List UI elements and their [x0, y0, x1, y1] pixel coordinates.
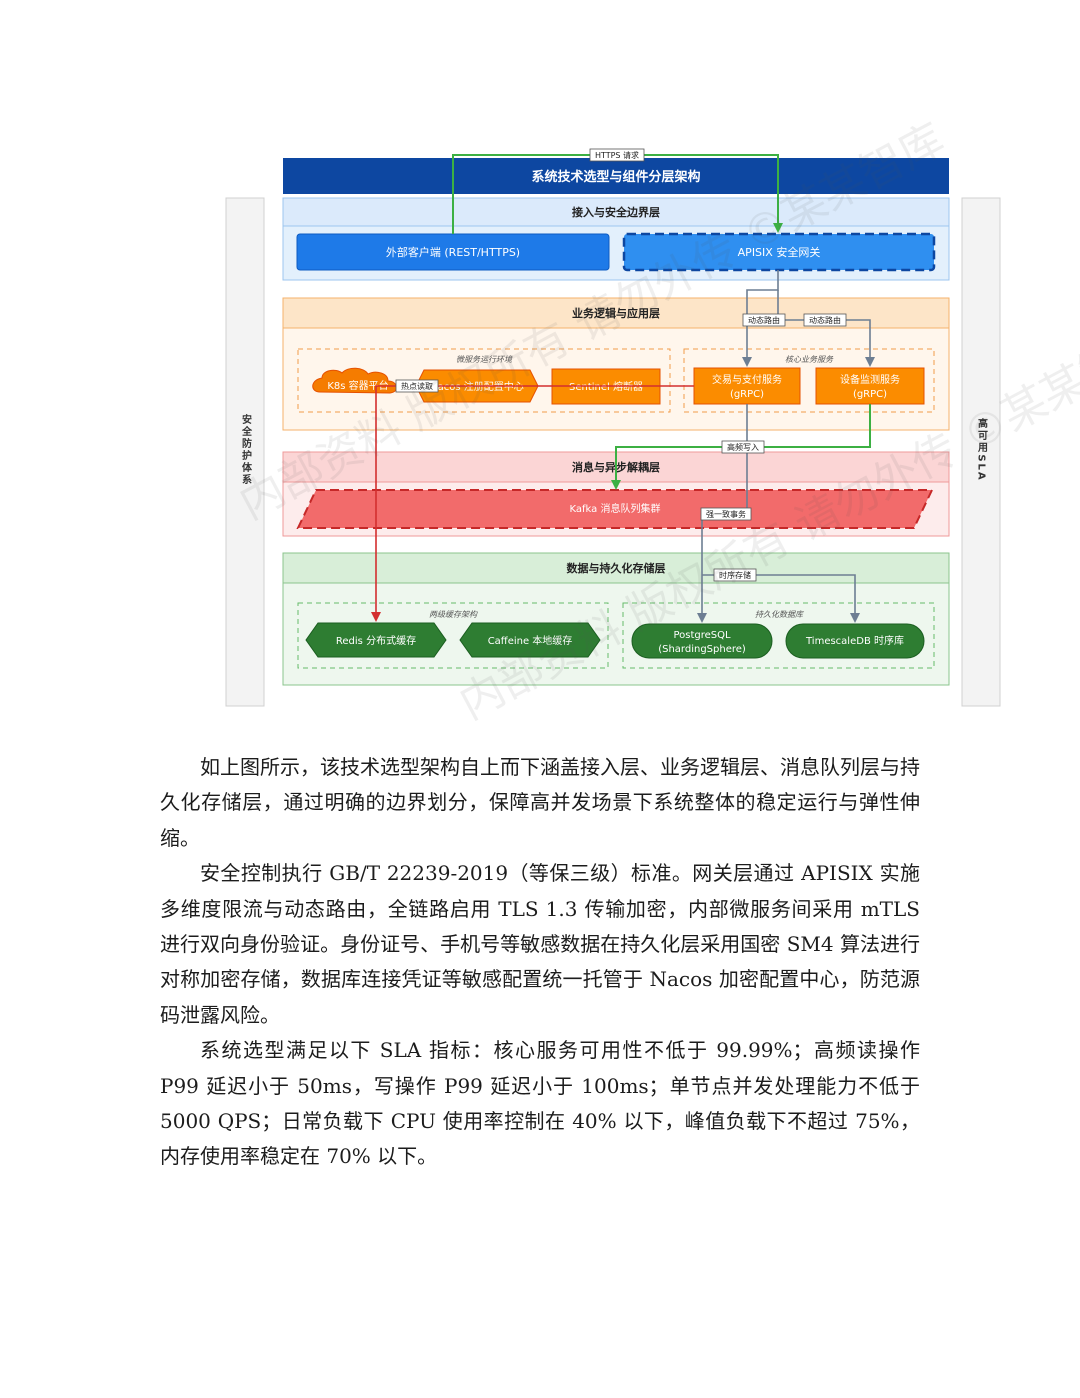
storage-layer-title: 数据与持久化存储层 [567, 561, 666, 575]
device-service-node [815, 367, 925, 405]
cache-group-label: 两级缓存架构 [429, 610, 478, 619]
k8s-node-label: K8s 容器平台 [327, 379, 388, 392]
side-bar-sla: 高可用SLA [961, 197, 1001, 707]
edge-route-trade [742, 270, 779, 367]
edge-label-strong-tx: 强一致事务 [706, 509, 746, 519]
runtime-group-label: 微服务运行环境 [456, 355, 513, 364]
cache-group [297, 602, 609, 669]
side-bar-security: 安全防护体系 [225, 197, 265, 707]
edge-label-route2: 动态路由 [809, 315, 841, 325]
kafka-node-label: Kafka 消息队列集群 [570, 502, 661, 515]
trade-service-label-2: (gRPC) [730, 389, 764, 400]
gateway-node [622, 232, 936, 272]
core-group-label: 核心业务服务 [785, 355, 834, 364]
timescaledb-node-label: TimescaleDB 时序库 [805, 634, 904, 647]
diagram-title: 系统技术选型与组件分层架构 [531, 169, 700, 185]
redis-node-label: Redis 分布式缓存 [336, 634, 416, 647]
redis-node [305, 622, 447, 658]
edge-label-hot-read: 热点读取 [401, 381, 433, 391]
body-text: 如上图所示，该技术选型架构自上而下涵盖接入层、业务逻辑层、消息队列层与持久化存储… [160, 750, 920, 1175]
runtime-group [297, 348, 671, 413]
kafka-node [296, 489, 934, 529]
edge-label-ts-store: 时序存储 [719, 570, 751, 580]
paragraph-2: 安全控制执行 GB/T 22239-2019（等保三级）标准。网关层通过 API… [160, 861, 920, 1027]
access-layer: 接入与安全边界层 外部客户端 (REST/HTTPS) APISIX 安全网关 [282, 197, 950, 281]
architecture-diagram: 安全防护体系 高可用SLA 系统技术选型与组件分层架构 接入与安全边界层 外部客… [225, 114, 1080, 730]
paragraph-3: 系统选型满足以下 SLA 指标：核心服务可用性不低于 99.99%；高频读操作 … [160, 1038, 920, 1169]
side-bar-security-label: 安全防护体系 [240, 413, 253, 486]
postgres-node-label-1: PostgreSQL [673, 630, 731, 641]
diagram-title-bar: 系统技术选型与组件分层架构 [283, 158, 949, 194]
caffeine-node-label: Caffeine 本地缓存 [488, 634, 573, 647]
architecture-diagram-svg: 安全防护体系 高可用SLA 系统技术选型与组件分层架构 接入与安全边界层 外部客… [225, 114, 1080, 730]
device-service-label-2: (gRPC) [853, 389, 887, 400]
edge-labels: HTTPS 请求 动态路由 动态路由 热点读取 高频写入 强一致事务 时序存储 [395, 148, 847, 582]
trade-service-label-1: 交易与支付服务 [712, 373, 782, 386]
postgres-node-label-2: (ShardingSphere) [658, 644, 746, 655]
paragraph-1: 如上图所示，该技术选型架构自上而下涵盖接入层、业务逻辑层、消息队列层与持久化存储… [160, 755, 920, 850]
access-layer-title: 接入与安全边界层 [572, 205, 660, 219]
edge-label-route1: 动态路由 [748, 315, 780, 325]
logic-layer-title: 业务逻辑与应用层 [572, 306, 660, 320]
trade-service-node [693, 367, 801, 405]
edge-label-https: HTTPS 请求 [595, 150, 639, 160]
postgres-node [631, 623, 773, 659]
db-group [622, 602, 935, 669]
storage-layer: 数据与持久化存储层 两级缓存架构 Redis 分布式缓存 Caffeine 本地… [282, 552, 950, 686]
gateway-node-label: APISIX 安全网关 [738, 245, 821, 259]
core-group [683, 348, 935, 413]
caffeine-node [459, 622, 601, 658]
side-bar-sla-label: 高可用SLA [976, 417, 989, 482]
device-service-label-1: 设备监测服务 [840, 373, 900, 386]
edge-hot-read [371, 385, 694, 622]
edge-label-hf-write: 高频写入 [727, 442, 759, 452]
db-group-label: 持久化数据库 [755, 610, 805, 619]
client-node-label: 外部客户端 (REST/HTTPS) [386, 245, 520, 259]
timescaledb-node [785, 623, 925, 659]
